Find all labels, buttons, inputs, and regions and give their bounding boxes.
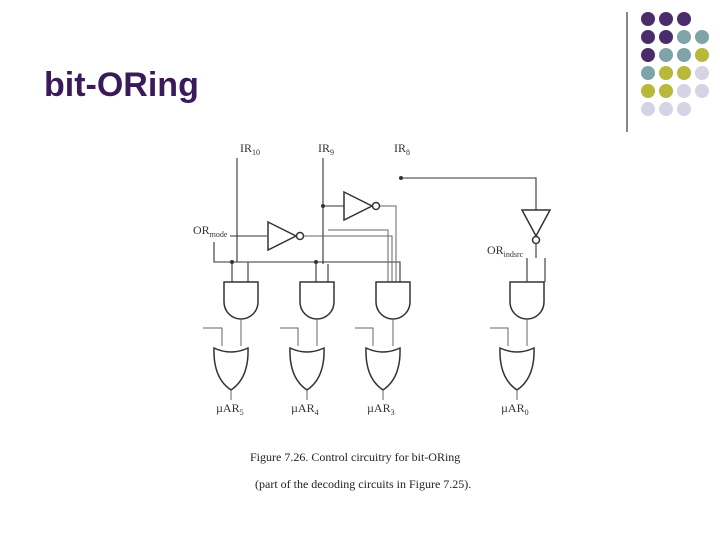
or-gate-4 <box>499 346 535 391</box>
inverter-ir8-bubble <box>531 235 541 245</box>
decor-dot <box>677 30 691 44</box>
decor-dot <box>659 102 673 116</box>
or-gate-3 <box>365 346 401 391</box>
wire-side-or4 <box>490 327 509 346</box>
inverter-ir9-bubble <box>371 201 381 211</box>
and-gate-4 <box>509 258 546 320</box>
decor-dot <box>695 30 709 44</box>
label-or-mode: ORmode <box>193 223 228 239</box>
label-uar5: µAR5 <box>216 401 244 417</box>
label-ir9: IR9 <box>318 141 334 157</box>
label-ir10: IR10 <box>240 141 260 157</box>
decor-dot <box>641 30 655 44</box>
figure-caption: Figure 7.26. Control circuitry for bit-O… <box>250 450 461 464</box>
wire-side-or1 <box>203 327 223 346</box>
and-gate-3 <box>375 281 411 320</box>
inverter-or-mode <box>267 220 298 252</box>
decor-dot <box>677 66 691 80</box>
decor-dot <box>659 12 673 26</box>
inverter-ir9 <box>343 190 374 222</box>
inverter-or-mode-bubble <box>295 231 305 241</box>
label-ir8: IR8 <box>394 141 410 157</box>
label-or-indsrc: ORindsrc <box>487 243 524 259</box>
wire-side-or3 <box>355 327 374 346</box>
wire-side-or2 <box>280 327 299 346</box>
or-gate-2 <box>289 346 325 391</box>
or-gate-1 <box>213 346 249 391</box>
decor-dot <box>659 48 673 62</box>
title-divider <box>626 12 628 132</box>
decor-dot <box>641 84 655 98</box>
decor-dot <box>641 102 655 116</box>
inverter-ir8 <box>520 209 552 238</box>
wire-inverter-ir8-out <box>526 244 537 282</box>
decor-dot <box>659 66 673 80</box>
decor-dot <box>659 84 673 98</box>
decor-dot <box>695 48 709 62</box>
decor-dot <box>641 48 655 62</box>
wire-ir10-to-and3 <box>328 229 389 282</box>
decor-dot <box>659 30 673 44</box>
wire-or-mode <box>213 242 401 282</box>
decor-dot <box>695 66 709 80</box>
label-uar3: µAR3 <box>367 401 395 417</box>
label-uar4: µAR4 <box>291 401 319 417</box>
decor-dot <box>641 12 655 26</box>
decor-dot <box>677 48 691 62</box>
wire-outputs <box>230 390 518 400</box>
decor-dot <box>677 102 691 116</box>
label-uar0: µAR0 <box>501 401 529 417</box>
decor-dot <box>695 84 709 98</box>
and-gate-1 <box>223 262 259 320</box>
decor-dot <box>677 12 691 26</box>
figure-caption-subtitle: (part of the decoding circuits in Figure… <box>255 477 472 491</box>
wire-ir8 <box>401 177 537 210</box>
decor-dot <box>677 84 691 98</box>
slide-title: bit-ORing <box>44 66 199 104</box>
decor-dot <box>641 66 655 80</box>
wire-inverter-ir9-out <box>380 205 397 282</box>
wire-ir10 <box>232 158 238 263</box>
wire-inverter-or-mode-out <box>304 235 393 282</box>
and-gate-2 <box>299 262 335 320</box>
